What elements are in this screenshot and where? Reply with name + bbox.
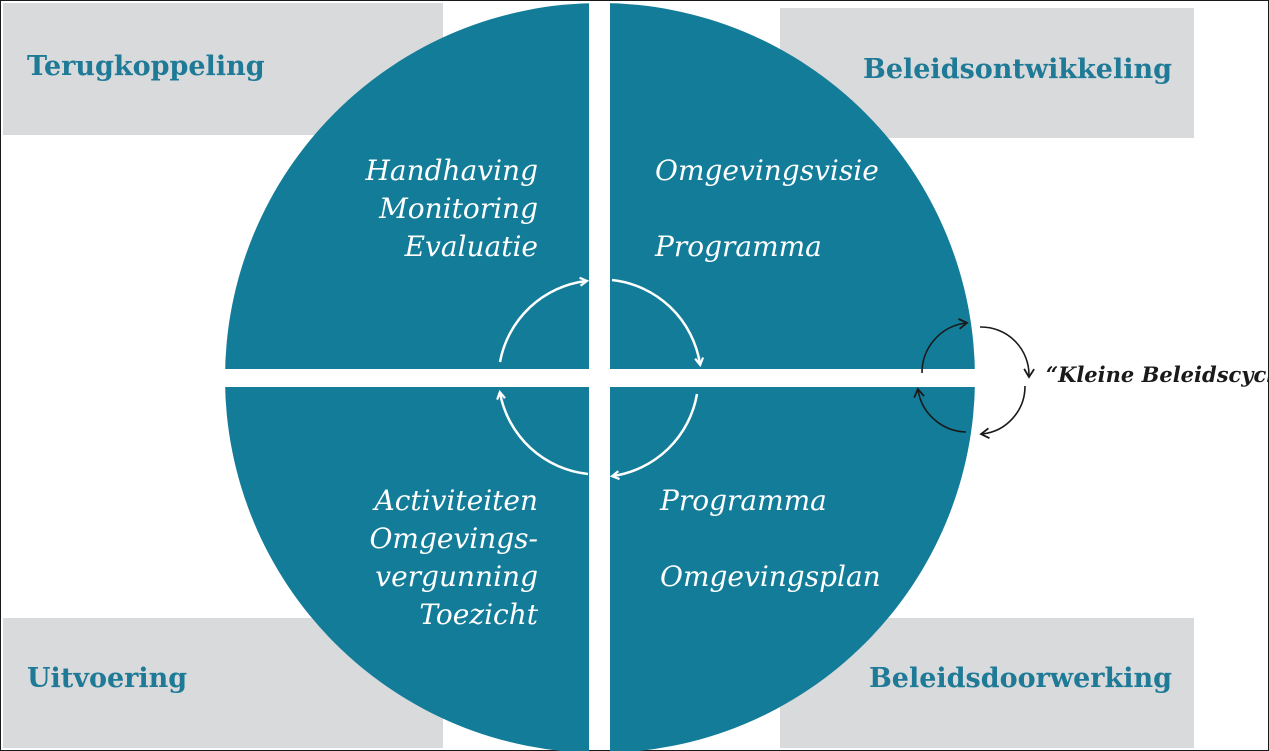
corner-label-beleidsontwikkeling: Beleidsontwikkeling bbox=[863, 54, 1172, 85]
quadrant-item: Omgevingsplan bbox=[660, 560, 881, 593]
quadrant-item: Monitoring bbox=[379, 192, 538, 225]
quadrant-item: Toezicht bbox=[419, 598, 538, 631]
arrow-inner-bottom-right bbox=[613, 393, 699, 476]
quadrant-item: Programma bbox=[655, 230, 822, 263]
quadrant-item: Programma bbox=[660, 484, 827, 517]
corner-label-uitvoering: Uitvoering bbox=[27, 663, 188, 694]
main-circle bbox=[225, 3, 975, 751]
corner-label-terugkoppeling: Terugkoppeling bbox=[27, 51, 265, 82]
kleine-beleidscyclus-label: “Kleine Beleidscyclus bbox=[1046, 362, 1269, 387]
arrow-outer-right-bottom bbox=[979, 385, 1026, 440]
inner-cycle-arrows bbox=[500, 280, 700, 476]
arrow-outer-left-bottom bbox=[913, 387, 967, 433]
quadrant-item: vergunning bbox=[375, 560, 538, 593]
quadrant-item: Omgevings- bbox=[369, 522, 538, 555]
quadrant-text-bottom-left: Activiteiten Omgevings- vergunning Toezi… bbox=[369, 482, 538, 634]
quadrant-item: Handhaving bbox=[365, 154, 538, 187]
arrow-inner-top-left bbox=[498, 281, 586, 363]
arrow-inner-top-right bbox=[611, 278, 700, 364]
quadrant-text-bottom-right: Programma Omgevingsplan bbox=[660, 482, 881, 596]
quadrant-item: Activiteiten bbox=[374, 484, 538, 517]
corner-label-beleidsdoorwerking: Beleidsdoorwerking bbox=[868, 663, 1172, 694]
arrow-outer-left-top bbox=[921, 318, 969, 374]
arrow-outer-right-top bbox=[979, 326, 1035, 379]
quadrant-text-top-left: Handhaving Monitoring Evaluatie bbox=[365, 152, 538, 266]
outer-cycle-arrows bbox=[913, 318, 1035, 440]
quadrant-item: Omgevingsvisie bbox=[655, 154, 879, 187]
arrow-inner-bottom-left bbox=[500, 393, 589, 476]
quadrant-item: Evaluatie bbox=[404, 230, 538, 263]
quadrant-text-top-right: Omgevingsvisie Programma bbox=[655, 152, 879, 266]
